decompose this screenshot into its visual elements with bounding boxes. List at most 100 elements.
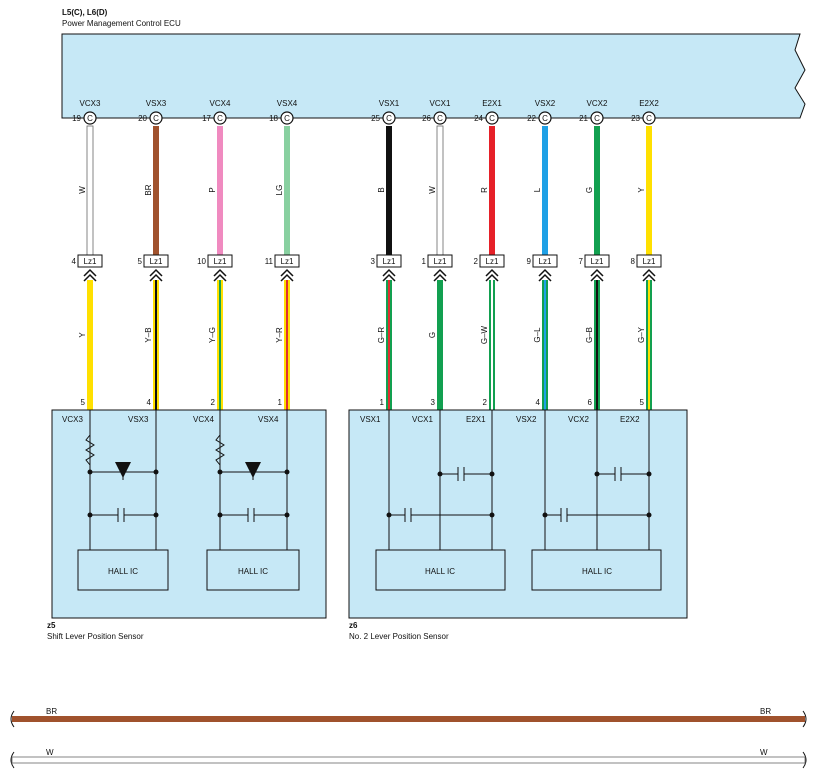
chevron-2-vsx3: [149, 273, 163, 282]
ecu-pin-conn-vsx4: C: [284, 114, 290, 123]
chevron-2-vcx2: [590, 273, 604, 282]
sensor-pin-vcx1: 3: [431, 398, 436, 407]
chevron-1-e2x1: [485, 268, 499, 277]
z5-term-vsx3: VSX3: [128, 415, 149, 424]
ecu-pin-name-vcx4: VCX4: [210, 99, 231, 108]
ecu-pin-number-vsx3: 20: [138, 114, 147, 123]
z5-circuit: [85, 410, 288, 550]
z6-term-vcx2: VCX2: [568, 415, 589, 424]
junction-box-vsx3: [143, 254, 169, 268]
upper-wire-vcx2: [594, 126, 600, 256]
upper-wire-code-e2x2: Y: [637, 187, 646, 193]
chevron-2-vsx2: [538, 273, 552, 282]
ecu-pin-conn-vsx2: C: [542, 114, 548, 123]
sensor-pin-e2x1: 2: [483, 398, 488, 407]
ecu-pin-connector-vcx1: [433, 111, 447, 125]
junction-pin-vcx4: 10: [197, 257, 206, 266]
upper-wire-code-vcx1: W: [428, 186, 437, 194]
ecu-pin-conn-vcx2: C: [594, 114, 600, 123]
lower-wire-code-vsx4: Y–R: [275, 327, 284, 343]
z6-hall-ic-2: [531, 549, 662, 591]
sensor-z6-name: No. 2 Lever Position Sensor: [349, 632, 449, 641]
z6-term-vsx1: VSX1: [360, 415, 381, 424]
upper-wire-vsx3: [153, 126, 159, 256]
ecu-pin-name-vsx3: VSX3: [146, 99, 167, 108]
junction-label-e2x2: Lz1: [643, 257, 656, 266]
sensor-z5-id: z5: [47, 621, 56, 630]
chevron-2-vcx1: [433, 273, 447, 282]
ecu-pin-conn-vcx3: C: [87, 114, 93, 123]
lower-wire-code-vcx1: G: [428, 332, 437, 338]
lower-wire-code-vsx3: Y–B: [144, 327, 153, 342]
ecu-pin-number-vcx2: 21: [579, 114, 588, 123]
junction-pin-vsx1: 3: [371, 257, 376, 266]
z5-term-vcx4: VCX4: [193, 415, 214, 424]
lower-wire-code-vcx4: Y–G: [208, 327, 217, 343]
legend-w-code-right: W: [760, 748, 768, 757]
chevron-1-vcx2: [590, 268, 604, 277]
sensor-pin-vsx2: 4: [536, 398, 541, 407]
z5-hall-ic-1: [77, 549, 169, 591]
ecu-name: Power Management Control ECU: [62, 19, 181, 28]
upper-wire-code-vsx3: BR: [144, 184, 153, 195]
ecu-pin-name-vsx4: VSX4: [277, 99, 298, 108]
ecu-pin-connector-vcx4: [213, 111, 227, 125]
ecu-pin-connector-vsx3: [149, 111, 163, 125]
ecu-pin-number-vcx4: 17: [202, 114, 211, 123]
z6-term-e2x1: E2X1: [466, 415, 486, 424]
lower-wire-stripe-vsx4: [286, 280, 288, 410]
junction-label-vcx3: Lz1: [84, 257, 97, 266]
legend-w-code-left: W: [46, 748, 54, 757]
chevron-1-vcx4: [213, 268, 227, 277]
junction-pin-vcx1: 1: [422, 257, 427, 266]
upper-wire-e2x2: [646, 126, 652, 256]
legend-w-wire: [11, 756, 806, 764]
ecu-pin-connector-vcx3: [83, 111, 97, 125]
junction-label-vcx4: Lz1: [214, 257, 227, 266]
junction-box-e2x1: [479, 254, 505, 268]
chevron-1-vsx1: [382, 268, 396, 277]
upper-wire-code-vcx3: W: [78, 186, 87, 194]
ecu-box: [61, 33, 806, 119]
ecu-pin-connector-vsx1: [382, 111, 396, 125]
junction-pin-e2x1: 2: [474, 257, 479, 266]
ecu-pin-connector-vsx4: [280, 111, 294, 125]
sensor-z6-id: z6: [349, 621, 358, 630]
chevron-2-vcx4: [213, 273, 227, 282]
upper-wire-vsx2: [542, 126, 548, 256]
junction-pin-e2x2: 8: [631, 257, 636, 266]
ecu-pin-number-vsx4: 18: [269, 114, 278, 123]
upper-wire-code-vcx4: P: [208, 187, 217, 192]
junction-pin-vcx3: 4: [72, 257, 77, 266]
chevron-2-e2x1: [485, 273, 499, 282]
junction-box-vcx4: [207, 254, 233, 268]
sensor-pin-vsx4: 1: [278, 398, 283, 407]
upper-wire-vcx1: [436, 125, 444, 257]
junction-label-vsx1: Lz1: [383, 257, 396, 266]
lower-wire-stripe-vcx4: [219, 280, 221, 410]
upper-wire-vsx4: [284, 126, 290, 256]
lower-wire-stripe-vcx2: [596, 280, 598, 410]
junction-box-vcx3: [77, 254, 103, 268]
upper-wire-code-vsx1: B: [377, 187, 386, 192]
legend-br-code-left: BR: [46, 707, 57, 716]
lower-wire-stripe-vsx2: [544, 280, 546, 410]
ecu-pin-conn-vsx1: C: [386, 114, 392, 123]
z6-circuit: [388, 410, 650, 550]
legend-w: W W: [10, 748, 807, 769]
ecu-pin-number-e2x1: 24: [474, 114, 483, 123]
sensor-pin-vcx3: 5: [81, 398, 86, 407]
ecu-pin-conn-vcx1: C: [437, 114, 443, 123]
junction-box-vcx1: [427, 254, 453, 268]
junction-label-vsx2: Lz1: [539, 257, 552, 266]
junction-box-e2x2: [636, 254, 662, 268]
legend-br: BR BR: [10, 707, 807, 728]
chevron-1-vsx2: [538, 268, 552, 277]
junction-pin-vcx2: 7: [579, 257, 584, 266]
z5-term-vsx4: VSX4: [258, 415, 279, 424]
lower-wire-code-vcx2: G–B: [585, 327, 594, 343]
ecu-pin-conn-vcx4: C: [217, 114, 223, 123]
chevron-1-e2x2: [642, 268, 656, 277]
